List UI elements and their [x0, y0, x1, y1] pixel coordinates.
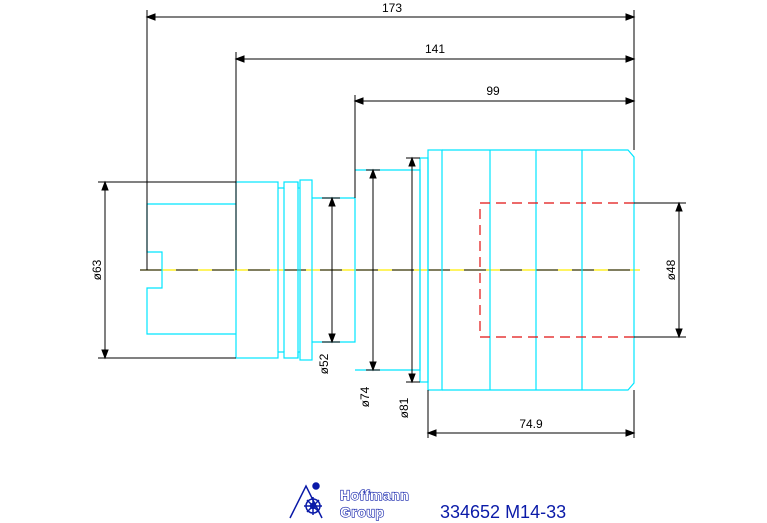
- logo-mark-icon: [289, 482, 323, 519]
- hoffmann-logo: Hoffmann Group: [289, 482, 409, 521]
- dia-taper-label: ø63: [90, 259, 104, 280]
- dimension-dia-flange: [406, 156, 420, 384]
- dimension-dia-bore: [634, 201, 686, 339]
- dimension-dia-shoulder: [366, 168, 380, 372]
- dia-neck-label: ø52: [317, 353, 331, 374]
- dimension-dia-neck: [322, 196, 340, 344]
- overall-length-label: 173: [382, 1, 402, 15]
- part-code: 334652 M14-33: [440, 502, 566, 522]
- length-from-flange-label: 141: [425, 42, 445, 56]
- logo-line2: Group: [340, 504, 385, 520]
- dia-bore-label: ø48: [664, 259, 678, 280]
- dimension-length-from-flange: [234, 52, 636, 270]
- dia-flange-label: ø81: [397, 397, 411, 418]
- length-from-shoulder-label: 99: [486, 84, 500, 98]
- dimension-overall-length: [145, 10, 636, 270]
- collet-length-label: 74.9: [519, 417, 543, 431]
- dia-shoulder-label: ø74: [358, 386, 372, 407]
- dimension-length-from-shoulder: [353, 95, 636, 198]
- logo-line1: Hoffmann: [340, 487, 409, 503]
- dimension-collet-length: [426, 390, 636, 438]
- dimension-dia-taper: [98, 180, 236, 360]
